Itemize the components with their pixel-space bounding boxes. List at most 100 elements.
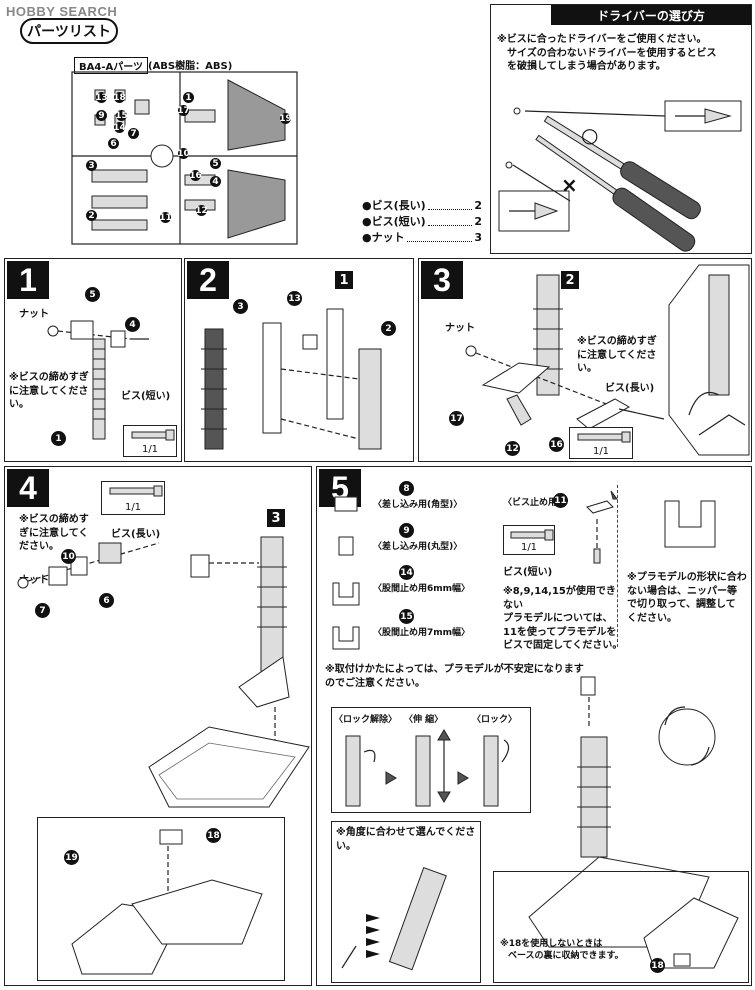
step1-screw-count: 1/1 [141, 444, 159, 455]
parts-list-title: パーツリスト [20, 18, 118, 44]
step2-number: 2 [187, 261, 229, 299]
step5-crotch7: 〈股間止め用7mm幅〉 [373, 628, 471, 638]
watermark-text: HOBBY SEARCH [6, 4, 118, 19]
runner-part-13: 13 [95, 92, 108, 103]
parts-count-value: 2 [474, 199, 482, 212]
parts-list-title-text: パーツリスト [27, 24, 111, 40]
step5-cut-line-1: ※プラモデルの形状に合わ [627, 572, 747, 583]
runner-tag: BA4-Aパーツ [74, 57, 149, 74]
runner-part-11: 11 [159, 212, 172, 223]
step5-cut-icon [664, 500, 716, 548]
step5-part-14: 14 [399, 565, 414, 580]
step5-lock-sequence: 〈ロック解除〉 〈伸 縮〉 〈ロック〉 [331, 707, 531, 813]
step2-part-1: 1 [335, 271, 353, 289]
runner-part-7: 7 [128, 128, 139, 139]
step4-part-10: 10 [61, 549, 76, 564]
step2-part-3: 3 [233, 299, 248, 314]
step4-screw-label: ビス(長い) [111, 529, 161, 540]
runner-part-5: 5 [210, 158, 221, 169]
driver-guide-title-text: ドライバーの選び方 [597, 8, 705, 23]
step4-diagram [17, 536, 310, 808]
step5-storage-box: 18 ※18を使用しないときは ベースの裏に収納できます。 [493, 871, 749, 983]
step5-screw-label: ビス(短い) [503, 567, 553, 578]
parts-count-dots [427, 214, 473, 226]
step4-part-6: 6 [99, 593, 114, 608]
runner-part-12: 12 [195, 205, 208, 216]
step5-screw-stop-icon [586, 490, 618, 564]
step5-part-11: 11 [553, 493, 568, 508]
runner-part-16: 16 [189, 170, 202, 181]
angle-diagram [341, 866, 447, 971]
parts-count-label: ●ナット [362, 231, 405, 244]
runner-part-18: 18 [113, 92, 126, 103]
step5-cut-note: ※プラモデルの形状に合わ ない場合は、ニッパー等 で切り取って、調整して くださ… [627, 571, 751, 625]
parts-count-row: ●ビス(短い) 2 [362, 214, 482, 230]
step2-part-13: 13 [287, 291, 302, 306]
step5-screw-count: 1/1 [520, 542, 538, 553]
driver-guide-panel: ドライバーの選び方 ※ビスに合ったドライバーをご使用ください。 サイズの合わない… [490, 4, 752, 254]
step3-part-12: 12 [505, 441, 520, 456]
screw-icon [577, 431, 631, 443]
step4-part-19: 19 [64, 850, 79, 865]
step5-cut-line-3: で切り取って、調整して [627, 599, 736, 610]
step5-insert-round: 〈差し込み用(丸型)〉 [373, 542, 463, 552]
runner-illustration [71, 71, 298, 245]
step3-part-17: 17 [449, 411, 464, 426]
step5-screw-stop: 〈ビス止め用〉 [503, 498, 567, 508]
step4-screw-box: 1/1 [101, 481, 165, 515]
step4-nut-label: ナット [19, 575, 49, 586]
driver-guide-note: ※ビスに合ったドライバーをご使用ください。 サイズの合わないドライバーを使用する… [497, 33, 749, 74]
driver-note-line-3: を破損してしまう場合があります。 [507, 61, 666, 72]
screw-icon [109, 485, 163, 497]
step5-angle-box: ※角度に合わせて選んでください。 [331, 821, 481, 983]
step5-inserts-icons [332, 496, 360, 650]
step5-cut-line-4: ください。 [627, 612, 677, 624]
runner-part-9: 9 [96, 110, 107, 121]
step3-screw-label: ビス(長い) [605, 383, 655, 394]
runner-part-10: 10 [177, 148, 190, 159]
step3-caution: ※ビスの締めすぎに注意してください。 [577, 336, 657, 374]
step5-storage-line-1: ※18を使用しないときは [500, 939, 603, 949]
step4-part-7: 7 [35, 603, 50, 618]
parts-count-value: 2 [474, 215, 482, 228]
driver-note-line-1: ※ビスに合ったドライバーをご使用ください。 [497, 34, 707, 45]
step5-cut-line-2: ない場合は、ニッパー等 [627, 585, 737, 597]
step2-part-2: 2 [381, 321, 396, 336]
step5-angle-note: ※角度に合わせて選んでください。 [336, 827, 476, 852]
screw-icon [131, 429, 175, 441]
watermark-logo: HOBBY SEARCH [6, 4, 117, 19]
driver-note-line-2: サイズの合わないドライバーを使用するとビス [507, 47, 717, 59]
step3-part-16: 16 [549, 437, 564, 452]
step3-inset [668, 264, 750, 456]
screw-icon [510, 529, 554, 541]
step5-note-line-3: 11を使ってプラモデルを [503, 626, 617, 638]
step2-panel: 2 3 13 1 2 [184, 258, 414, 462]
step2-diagram [201, 308, 382, 450]
ng-mark: × [561, 173, 578, 197]
parts-count-dots [427, 198, 473, 210]
step5-part-9: 9 [399, 523, 414, 538]
runner-part-1: 1 [183, 92, 194, 103]
step1-panel: 1 ナット ※ビスの締めすぎに注意してください。 ビス(短い) 5 4 1 1/… [4, 258, 182, 462]
runner-part-15: 15 [115, 110, 128, 121]
runner-part-4: 4 [210, 176, 221, 187]
driver-guide-title: ドライバーの選び方 [551, 5, 751, 25]
step4-part-3: 3 [267, 509, 285, 527]
step1-part-4: 4 [125, 317, 140, 332]
step3-panel: 3 ナット ※ビスの締めすぎに注意してください。 ビス(長い) 2 17 12 … [418, 258, 752, 462]
step5-insert-square: 〈差し込み用(角型)〉 [373, 500, 463, 510]
step1-diagram [47, 320, 149, 440]
step5-note-line-2: プラモデルについては、 [503, 613, 613, 624]
step4-screw-count: 1/1 [124, 502, 142, 513]
runner-tag-text: BA4-Aパーツ [79, 62, 144, 73]
runner-part-2: 2 [86, 210, 97, 221]
step3-diagram [465, 274, 665, 430]
parts-count-label: ●ビス(長い) [362, 199, 426, 212]
step5-lock: 〈ロック〉 [472, 715, 518, 725]
storage-diagram [71, 829, 263, 975]
parts-count-label: ●ビス(短い) [362, 215, 426, 228]
step5-part-15: 15 [399, 609, 414, 624]
runner-part-19: 19 [279, 113, 292, 124]
step1-caution: ※ビスの締めすぎに注意してください。 [9, 372, 89, 410]
step5-storage-line-2: ベースの裏に収納できます。 [508, 951, 624, 962]
